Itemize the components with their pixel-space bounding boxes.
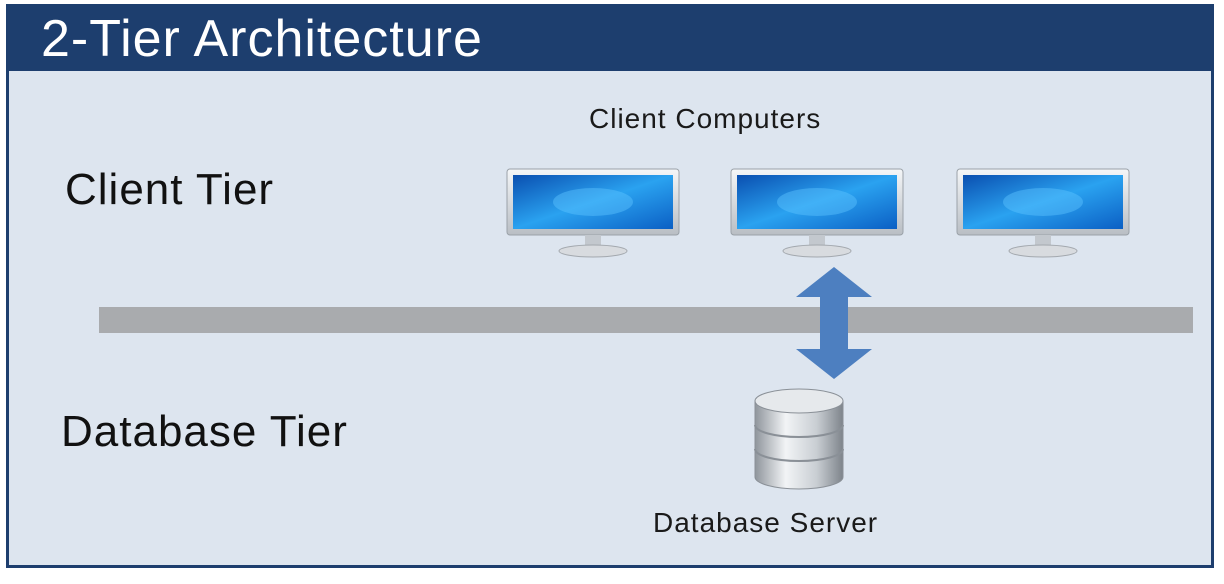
client-monitor-icon [506, 168, 680, 258]
client-computers-caption: Client Computers [589, 103, 822, 134]
diagram-title: 2-Tier Architecture [41, 10, 483, 68]
client-monitor-icon [956, 168, 1130, 258]
database-tier-label: Database Tier [61, 407, 348, 456]
client-monitor-icon [730, 168, 904, 258]
database-cylinder-icon [754, 388, 844, 490]
client-tier-label: Client Tier [65, 165, 275, 214]
double-arrow-icon [796, 267, 872, 379]
database-server-caption: Database Server [653, 507, 879, 538]
tier-divider [99, 307, 1193, 333]
title-bar: 2-Tier Architecture [9, 7, 1211, 71]
diagram-frame: 2-Tier Architecture Client Computers Cli… [6, 4, 1214, 568]
